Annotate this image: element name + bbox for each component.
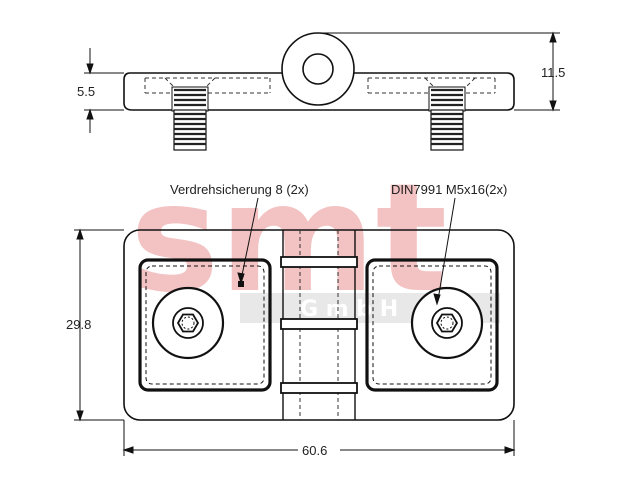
screw-head-right [410, 286, 484, 360]
screw-thread-left [171, 86, 209, 151]
dimension-plate-width-label: 29.8 [66, 317, 91, 332]
callout-leader-anti-rotation [237, 197, 259, 285]
callout-anti-rotation-label: Verdrehsicherung 8 (2x) [170, 182, 309, 197]
screw-thread-right [428, 86, 466, 151]
top-plate-outline [123, 229, 515, 421]
dimension-plate-length-label: 60.6 [302, 443, 327, 458]
pocket-left-hidden [145, 265, 265, 385]
top-view [123, 229, 515, 421]
dimension-plate-thickness [84, 48, 124, 133]
callout-leader-screw [433, 197, 456, 306]
watermark-sub-text: G m b H [300, 297, 398, 322]
pocket-left [138, 258, 272, 392]
dimension-plate-width [74, 228, 124, 422]
dimension-plate-thickness-label: 5.5 [77, 84, 95, 99]
dimension-overall-height [318, 31, 560, 112]
hinge-pin-hole [302, 53, 334, 85]
dimension-plate-length-bg [298, 440, 340, 458]
pocket-right [365, 258, 499, 392]
knuckle-strip [280, 230, 358, 420]
hinge-knuckle [281, 32, 355, 106]
screw-head-left [151, 286, 225, 360]
side-plate-outline [123, 72, 515, 111]
pocket-right-hidden [372, 265, 492, 385]
dimension-overall-height-label: 11.5 [541, 65, 565, 80]
callout-screw-label: DIN7991 M5x16(2x) [391, 182, 507, 197]
